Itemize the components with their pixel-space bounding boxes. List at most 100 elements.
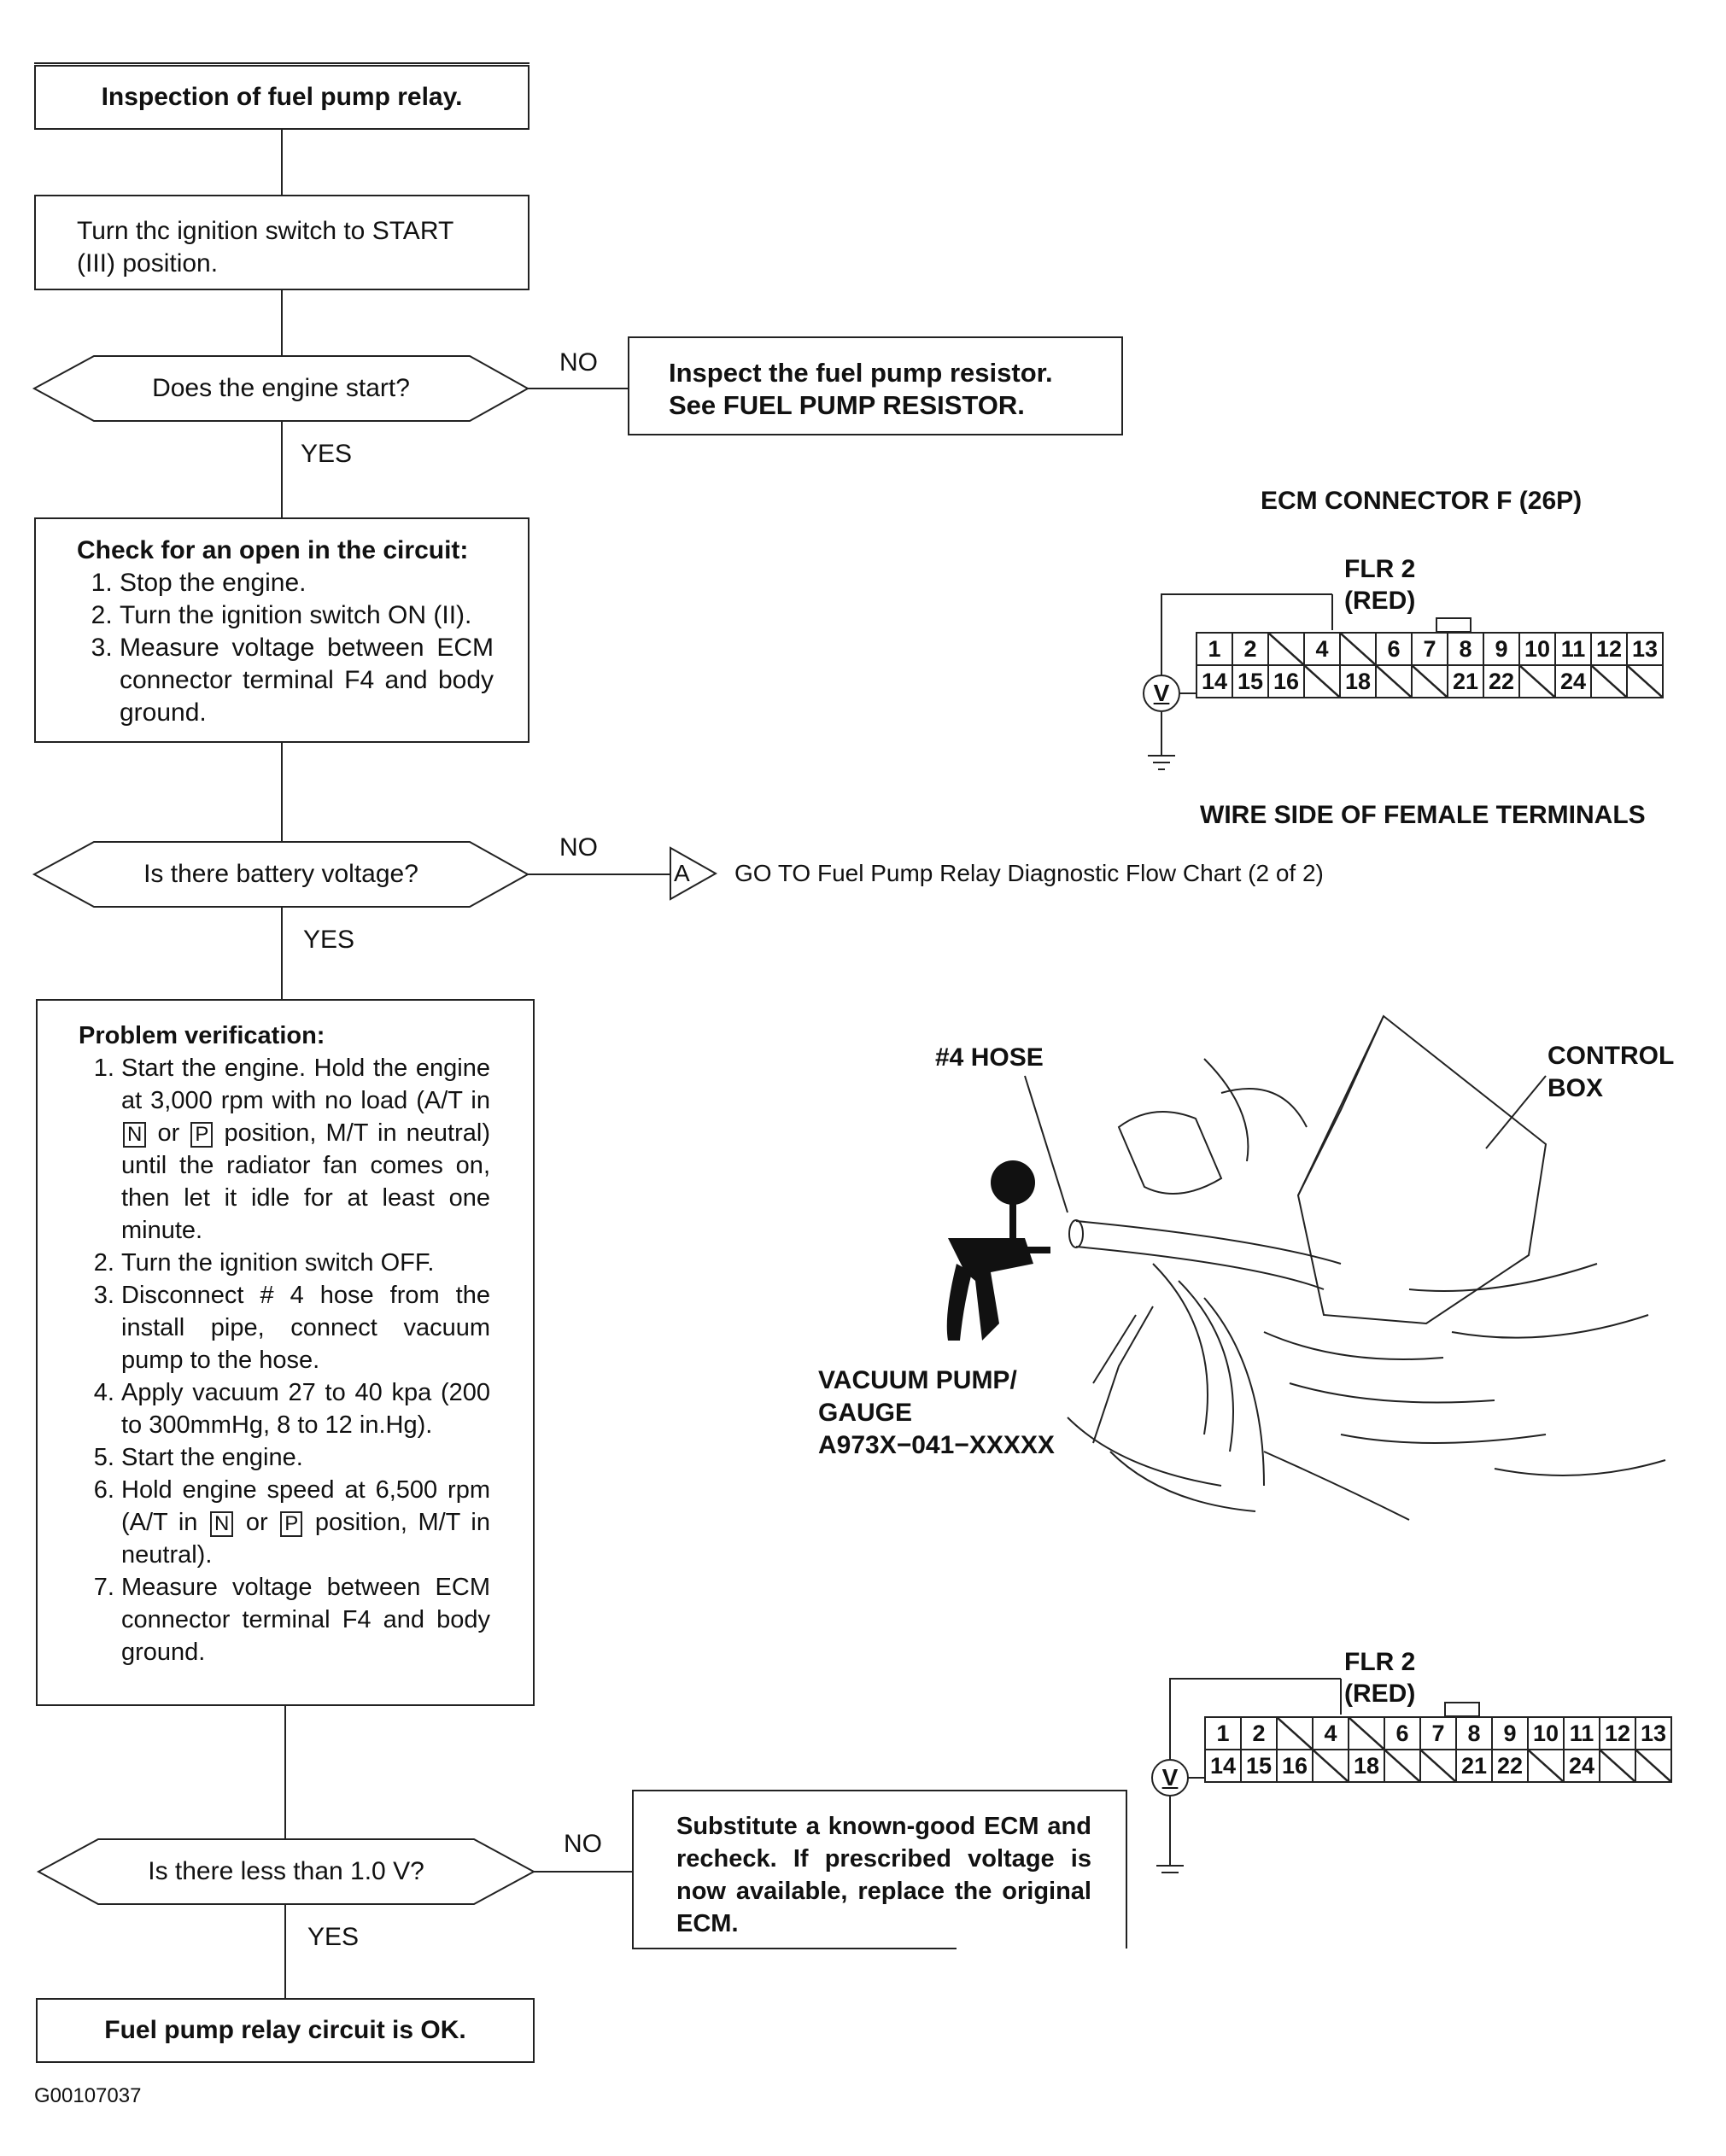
figure-id: G00107037 <box>34 2084 142 2107</box>
flow-start-box: Inspection of fuel pump relay. <box>34 65 530 130</box>
flow-no-resistor-line1: Inspect the fuel pump resistor. <box>669 358 1053 388</box>
goto-flowchart-text: GO TO Fuel Pump Relay Diagnostic Flow Ch… <box>734 860 1324 886</box>
vacuum-pump-label-1: VACUUM PUMP/ <box>818 1366 1017 1394</box>
park-key-icon: P <box>280 1511 303 1537</box>
neutral-key-icon: N <box>123 1122 147 1148</box>
decision-diamond-3 <box>36 1838 536 1905</box>
pin-cell: 15 <box>1240 1749 1278 1783</box>
flow-no-substitute-ecm-text: Substitute a known-good ECM and recheck.… <box>676 1813 1091 1937</box>
open-circuit-step: Stop the engine. <box>120 567 494 599</box>
pin-cell: 16 <box>1276 1749 1314 1783</box>
pin-cell: 12 <box>1599 1716 1636 1750</box>
connector-1-wiring <box>1148 593 1471 770</box>
pin-cell: 18 <box>1339 664 1377 698</box>
decision-3-yes-label: YES <box>307 1923 360 1951</box>
goto-marker-triangle <box>670 846 718 901</box>
blank-pin-cell <box>1276 1716 1314 1750</box>
decision-2-yes-label: YES <box>303 926 355 954</box>
pin-cell: 6 <box>1384 1716 1421 1750</box>
flow-step-ignition-text: Turn thc ignition switch to START (III) … <box>77 217 453 278</box>
flow-step-open-circuit-box: Check for an open in the circuit: Stop t… <box>34 517 530 743</box>
pin-cell: 9 <box>1491 1716 1529 1750</box>
pin-cell: 22 <box>1483 664 1520 698</box>
flow-no-resistor-line2: See FUEL PUMP RESISTOR. <box>669 390 1025 420</box>
pin-cell: 14 <box>1204 1749 1242 1783</box>
control-box-label: CONTROL BOX <box>1548 1042 1674 1102</box>
pin-cell: 4 <box>1312 1716 1349 1750</box>
pin-cell: 13 <box>1626 632 1664 666</box>
park-key-icon: P <box>190 1122 214 1148</box>
flow-step-ignition-box: Turn thc ignition switch to START (III) … <box>34 195 530 290</box>
connector-2-wiring <box>1156 1678 1480 1873</box>
flow-end-ok-text: Fuel pump relay circuit is OK. <box>104 2016 466 2044</box>
connector-2-flr-label: FLR 2 <box>1344 1648 1416 1676</box>
blank-pin-cell <box>1635 1749 1672 1783</box>
vacuum-pump-label-2: GAUGE <box>818 1399 913 1427</box>
verification-step-5: Start the engine. <box>121 1441 490 1474</box>
flow-end-ok-box: Fuel pump relay circuit is OK. <box>36 1998 535 2063</box>
decision-battery-voltage-text: Is there battery voltage? <box>143 860 418 888</box>
pin-cell: 16 <box>1267 664 1305 698</box>
verification-step-1: Start the engine. Hold the engine at 3,0… <box>121 1052 490 1247</box>
verification-heading: Problem verification: <box>79 1022 325 1049</box>
pin-cell: 24 <box>1554 664 1592 698</box>
decision-1-no-label: NO <box>559 348 598 377</box>
connector-1-flr-label: FLR 2 <box>1344 555 1416 583</box>
blank-pin-cell <box>1312 1749 1349 1783</box>
pin-cell: 1 <box>1196 632 1233 666</box>
decision-1-yes-label: YES <box>301 440 353 468</box>
decision-diamond-1 <box>32 355 530 422</box>
blank-pin-cell <box>1375 664 1413 698</box>
decision-2-no-label: NO <box>559 833 598 862</box>
voltmeter-icon: V <box>1151 1759 1189 1797</box>
pin-cell: 15 <box>1232 664 1269 698</box>
pin-cell: 1 <box>1204 1716 1242 1750</box>
verification-step-7: Measure voltage between ECM connector te… <box>121 1571 490 1668</box>
blank-pin-cell <box>1599 1749 1636 1783</box>
blank-pin-cell <box>1267 632 1305 666</box>
goto-marker-letter: A <box>674 860 690 886</box>
decision-less-than-1v-text: Is there less than 1.0 V? <box>148 1857 424 1885</box>
pin-cell: 4 <box>1303 632 1341 666</box>
flow-no-resistor-box: Inspect the fuel pump resistor. See FUEL… <box>628 336 1123 435</box>
pin-cell: 24 <box>1563 1749 1600 1783</box>
voltmeter-icon: V <box>1143 675 1180 712</box>
pin-cell: 18 <box>1348 1749 1385 1783</box>
blank-pin-cell <box>1590 664 1628 698</box>
pin-cell: 12 <box>1590 632 1628 666</box>
blank-pin-cell <box>1419 1749 1457 1783</box>
decision-3-no-label: NO <box>564 1830 602 1858</box>
open-circuit-step: Turn the ignition switch ON (II). <box>120 599 494 632</box>
pin-cell: 6 <box>1375 632 1413 666</box>
verification-step-6: Hold engine speed at 6,500 rpm (A/T in N… <box>121 1474 490 1571</box>
pin-cell: 7 <box>1411 632 1448 666</box>
open-circuit-step: Measure voltage between ECM connector te… <box>120 632 494 729</box>
pin-cell: 2 <box>1232 632 1269 666</box>
blank-pin-cell <box>1339 632 1377 666</box>
connector-1-red-label: (RED) <box>1344 587 1416 615</box>
pin-cell: 13 <box>1635 1716 1672 1750</box>
pin-cell: 14 <box>1196 664 1233 698</box>
pin-cell: 11 <box>1563 1716 1600 1750</box>
connector-caption: WIRE SIDE OF FEMALE TERMINALS <box>1200 801 1646 829</box>
verification-step-2: Turn the ignition switch OFF. <box>121 1247 490 1279</box>
decision-diamond-2 <box>32 841 530 908</box>
blank-pin-cell <box>1303 664 1341 698</box>
pin-cell: 2 <box>1240 1716 1278 1750</box>
pin-cell: 7 <box>1419 1716 1457 1750</box>
blank-pin-cell <box>1626 664 1664 698</box>
blank-pin-cell <box>1384 1749 1421 1783</box>
pin-cell: 22 <box>1491 1749 1529 1783</box>
blank-pin-cell <box>1348 1716 1385 1750</box>
pin-cell: 10 <box>1527 1716 1565 1750</box>
pin-cell: 21 <box>1455 1749 1493 1783</box>
pin-cell: 21 <box>1447 664 1484 698</box>
verification-step-4: Apply vacuum 27 to 40 kpa (200 to 300mmH… <box>121 1376 490 1441</box>
pin-cell: 8 <box>1455 1716 1493 1750</box>
vacuum-pump-icon <box>946 1160 1050 1341</box>
connector-title: ECM CONNECTOR F (26P) <box>1261 487 1583 515</box>
